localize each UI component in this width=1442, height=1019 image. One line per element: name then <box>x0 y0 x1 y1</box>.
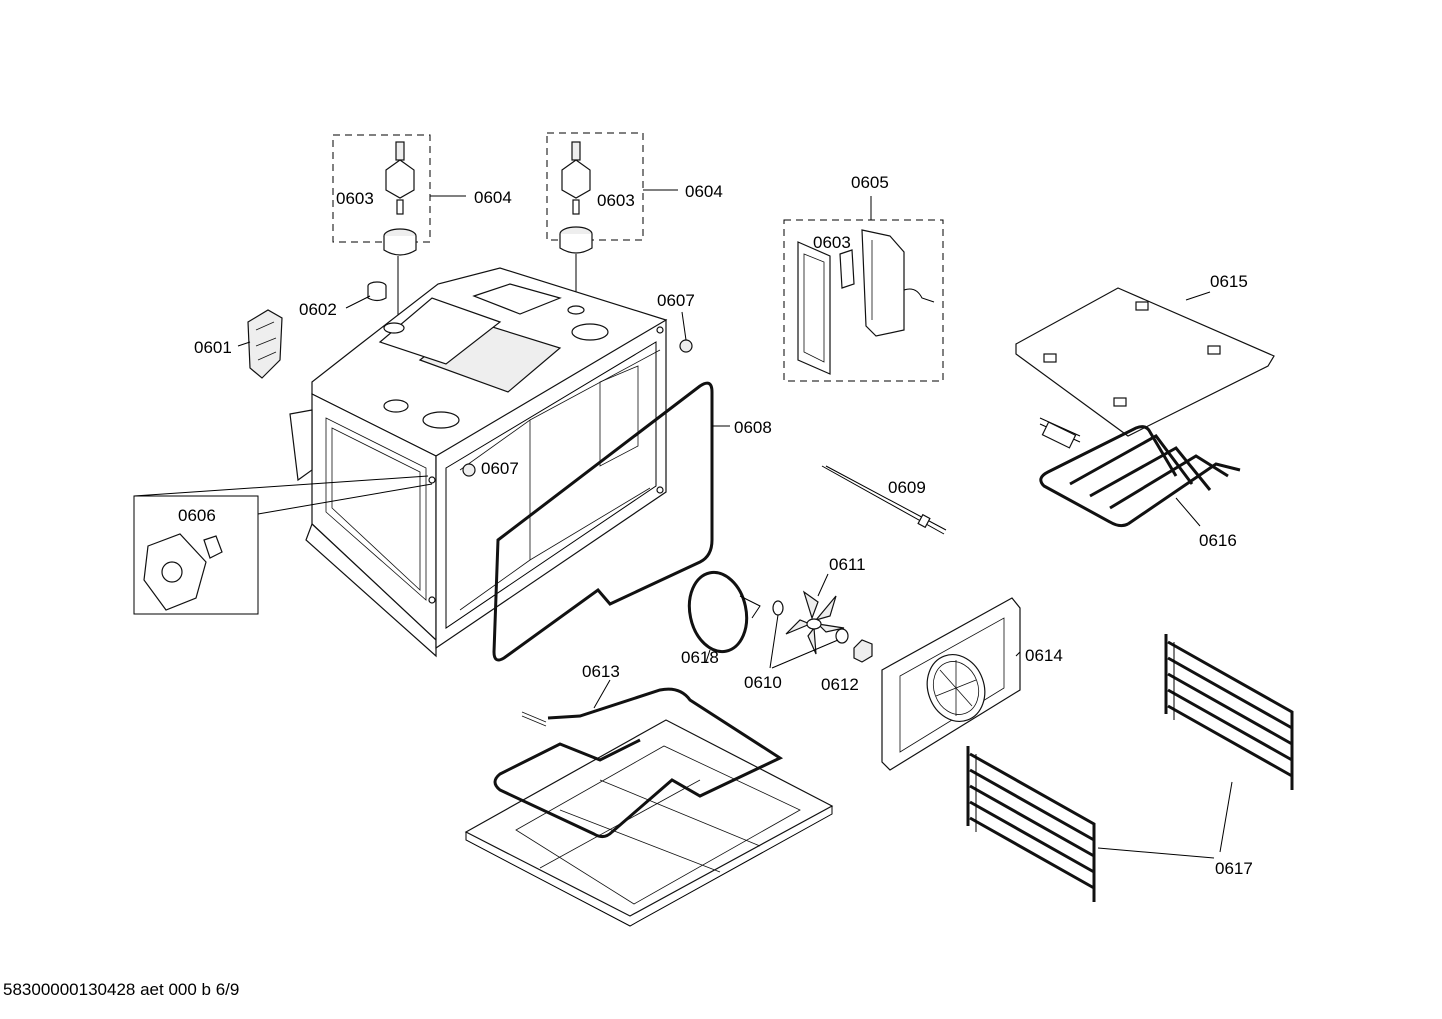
label-0607-top: 0607 <box>657 291 695 310</box>
top-cover-drawing <box>1015 287 1275 437</box>
label-0607-front: 0607 <box>481 459 519 478</box>
label-0612: 0612 <box>821 675 859 694</box>
label-0609: 0609 <box>888 478 926 497</box>
hinge-inset-drawing <box>133 475 433 615</box>
label-0601: 0601 <box>194 338 232 357</box>
document-id-footer: 58300000130428 aet 000 b 6/9 <box>3 980 240 999</box>
label-0604-left: 0604 <box>474 188 512 207</box>
label-0618: 0618 <box>681 648 719 667</box>
label-0605: 0605 <box>851 173 889 192</box>
light-unit-box <box>783 219 944 382</box>
top-heater-drawing <box>1039 417 1241 528</box>
nut-0612-drawing <box>853 639 873 663</box>
light-unit-drawing <box>797 196 935 375</box>
label-0614: 0614 <box>1025 646 1063 665</box>
label-0603-right: 0603 <box>597 191 635 210</box>
label-0606: 0606 <box>178 506 216 525</box>
rod-drawing <box>821 465 947 535</box>
lamp-assembly-box-left <box>332 134 431 243</box>
door-seal-drawing <box>492 381 730 662</box>
label-0616: 0616 <box>1199 531 1237 550</box>
label-0613: 0613 <box>582 662 620 681</box>
door-switch-drawing <box>247 309 283 379</box>
side-rack-right-drawing <box>1164 634 1294 790</box>
lamp-socket-drawing <box>345 281 387 309</box>
label-0603-left: 0603 <box>336 189 374 208</box>
fan-cover-drawing <box>881 597 1021 771</box>
lamp-assembly-box-right <box>546 132 644 241</box>
label-0602: 0602 <box>299 300 337 319</box>
label-0615: 0615 <box>1210 272 1248 291</box>
bumper-drawing <box>462 311 693 477</box>
bottom-heater-drawing <box>464 679 834 927</box>
label-0610: 0610 <box>744 673 782 692</box>
lamp-assembly-left-drawing <box>383 141 417 400</box>
ring-heater-drawing <box>687 570 761 663</box>
label-0611: 0611 <box>829 555 866 574</box>
side-rack-left-drawing <box>966 746 1096 902</box>
label-0608: 0608 <box>734 418 772 437</box>
label-0617: 0617 <box>1215 859 1253 878</box>
nut-drawing <box>769 600 849 669</box>
fan-blade-drawing <box>785 573 845 655</box>
oven-cavity-drawing <box>289 267 668 658</box>
lamp-assembly-right-drawing <box>559 141 593 305</box>
label-0603-light: 0603 <box>813 233 851 252</box>
label-0604-right: 0604 <box>685 182 723 201</box>
